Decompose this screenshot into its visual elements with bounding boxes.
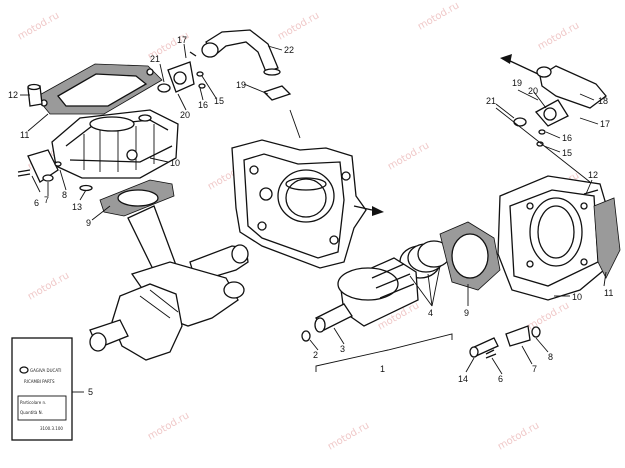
head-cover-gasket [35, 63, 163, 115]
callout-1: 1 [380, 364, 385, 374]
callout-17: 17 [177, 35, 187, 45]
watermark: motod.ru [386, 140, 431, 172]
callout-10: 10 [170, 158, 180, 168]
callout-7: 7 [44, 195, 49, 205]
coolant-hose-right [500, 54, 607, 109]
bracket-1 [315, 333, 453, 372]
callout-21: 21 [150, 54, 160, 64]
callout-12: 12 [8, 90, 18, 100]
watermark: motod.ru [416, 0, 461, 32]
callout-8b: 8 [548, 352, 553, 362]
small-parts-left [17, 161, 93, 192]
thermostat-housing-left [157, 51, 206, 93]
callout-9: 9 [86, 218, 91, 228]
callout-15: 15 [214, 96, 224, 106]
callout-2: 2 [313, 350, 318, 360]
small-parts-right [469, 325, 541, 359]
callout-21b: 21 [486, 96, 496, 106]
callout-5: 5 [88, 387, 93, 397]
cylinder-base-gasket-right [439, 221, 501, 291]
arrow-up-left-icon [500, 54, 512, 64]
crankcase [231, 109, 384, 269]
watermark: motod.ru [496, 420, 541, 452]
watermark: motod.ru [536, 20, 581, 52]
card-part-line: Particolare n. [20, 400, 46, 405]
parts-card: GAGIVA DUCATI RICAMBI PARTS Particolare … [11, 337, 73, 441]
callout-22: 22 [284, 45, 294, 55]
watermark: motod.ru [26, 270, 71, 302]
callout-6: 6 [34, 198, 39, 208]
callout-19b: 19 [512, 78, 522, 88]
callout-16b: 16 [562, 133, 572, 143]
watermark: motod.ru [526, 300, 571, 332]
callout-8: 8 [62, 190, 67, 200]
callout-20b: 20 [528, 86, 538, 96]
callout-9b: 9 [464, 308, 469, 318]
callout-13: 13 [72, 202, 82, 212]
callout-17b: 17 [600, 119, 610, 129]
callout-6b: 6 [498, 374, 503, 384]
callout-18: 18 [598, 96, 608, 106]
card-qty-line: Quantità N. [20, 410, 43, 415]
coolant-hose-top [201, 29, 292, 101]
circlip [301, 330, 311, 342]
callout-14: 14 [458, 374, 468, 384]
card-title: RICAMBI PARTS [24, 379, 55, 384]
watermark: motod.ru [146, 410, 191, 442]
rear-cylinder-head [27, 109, 179, 183]
callout-11b: 11 [604, 288, 613, 298]
callout-20: 20 [180, 110, 190, 120]
thermostat-housing-right [513, 99, 569, 147]
brand-logo-icon [19, 366, 29, 374]
callout-12b: 12 [588, 170, 598, 180]
watermark: motod.ru [276, 10, 321, 42]
callout-16: 16 [198, 100, 208, 110]
cylinder-base-gasket-left [99, 179, 175, 217]
callout-10b: 10 [572, 292, 582, 302]
plug-pin [27, 83, 43, 107]
callout-15b: 15 [562, 148, 572, 158]
crankshaft-assembly [89, 205, 249, 361]
piston-pin [314, 303, 353, 333]
callout-11: 11 [20, 130, 29, 140]
card-logo-text: GAGIVA DUCATI [30, 368, 61, 373]
leader-lines [20, 43, 607, 393]
callout-labels: 12 11 21 17 20 16 15 19 22 10 6 7 8 13 9… [8, 35, 613, 397]
watermark: motod.ru [16, 10, 61, 42]
callout-19: 19 [236, 80, 246, 90]
card-code: 3100.3.100 [40, 426, 63, 431]
callout-7b: 7 [532, 364, 537, 374]
arrow-right-icon [372, 206, 384, 216]
callout-4: 4 [428, 308, 433, 318]
front-cylinder-head [497, 175, 621, 301]
callout-3: 3 [340, 344, 345, 354]
watermark: motod.ru [326, 420, 371, 452]
